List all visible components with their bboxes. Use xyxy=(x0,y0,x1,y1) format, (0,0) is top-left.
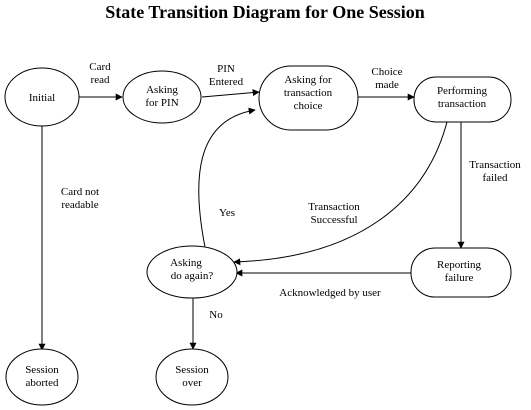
node-reporting-failure: Reporting failure xyxy=(410,247,512,298)
edge-labels: Card read PIN Entered Choice made Card n… xyxy=(61,61,521,321)
node-asking-again-line1: Asking xyxy=(170,257,202,269)
diagram-title: State Transition Diagram for One Session xyxy=(105,2,425,22)
node-asking-choice-line3: choice xyxy=(294,100,323,112)
label-choice-made-1: Choice xyxy=(371,66,402,78)
node-session-over-line2: over xyxy=(182,377,202,389)
node-asking-choice-line1: Asking for xyxy=(284,74,332,86)
label-no: No xyxy=(209,309,223,321)
edges xyxy=(38,89,465,351)
label-card-not-readable-2: readable xyxy=(61,199,98,211)
node-initial: Initial xyxy=(4,67,80,127)
node-asking-choice: Asking for transaction choice xyxy=(258,65,359,131)
node-asking-pin-line1: Asking xyxy=(146,84,178,96)
node-asking-again: Asking do again? xyxy=(146,245,238,299)
node-asking-choice-line2: transaction xyxy=(284,87,333,99)
label-acknowledged: Acknowledged by user xyxy=(279,287,381,299)
label-card-read-2: read xyxy=(91,74,110,86)
node-reporting-failure-line1: Reporting xyxy=(437,259,481,271)
label-pin-entered-1: PIN xyxy=(217,63,235,75)
label-card-not-readable-1: Card not xyxy=(61,186,99,198)
node-performing-line1: Performing xyxy=(437,85,488,97)
node-performing: Performing transaction xyxy=(413,76,512,123)
label-transaction-successful-2: Successful xyxy=(310,214,357,226)
node-performing-line2: transaction xyxy=(438,98,487,110)
edge-transaction-successful xyxy=(233,117,449,266)
node-asking-again-line2: do again? xyxy=(171,270,214,282)
label-choice-made-2: made xyxy=(375,79,399,91)
edge-yes xyxy=(198,107,256,248)
node-session-aborted-line2: aborted xyxy=(26,377,59,389)
node-asking-pin-line2: for PIN xyxy=(145,97,178,109)
label-transaction-failed-2: failed xyxy=(482,172,508,184)
node-session-over-line1: Session xyxy=(175,364,209,376)
node-session-aborted: Session aborted xyxy=(5,348,79,406)
edge-pin-entered xyxy=(201,89,260,98)
node-session-aborted-line1: Session xyxy=(25,364,59,376)
label-transaction-failed-1: Transaction xyxy=(469,159,521,171)
node-asking-pin: Asking for PIN xyxy=(122,70,202,124)
label-pin-entered-2: Entered xyxy=(209,76,244,88)
label-transaction-successful-1: Transaction xyxy=(308,201,360,213)
label-card-read-1: Card xyxy=(89,61,111,73)
label-yes: Yes xyxy=(219,207,235,219)
node-session-over: Session over xyxy=(155,348,229,406)
node-initial-label: Initial xyxy=(29,92,55,104)
node-reporting-failure-line2: failure xyxy=(445,272,474,284)
